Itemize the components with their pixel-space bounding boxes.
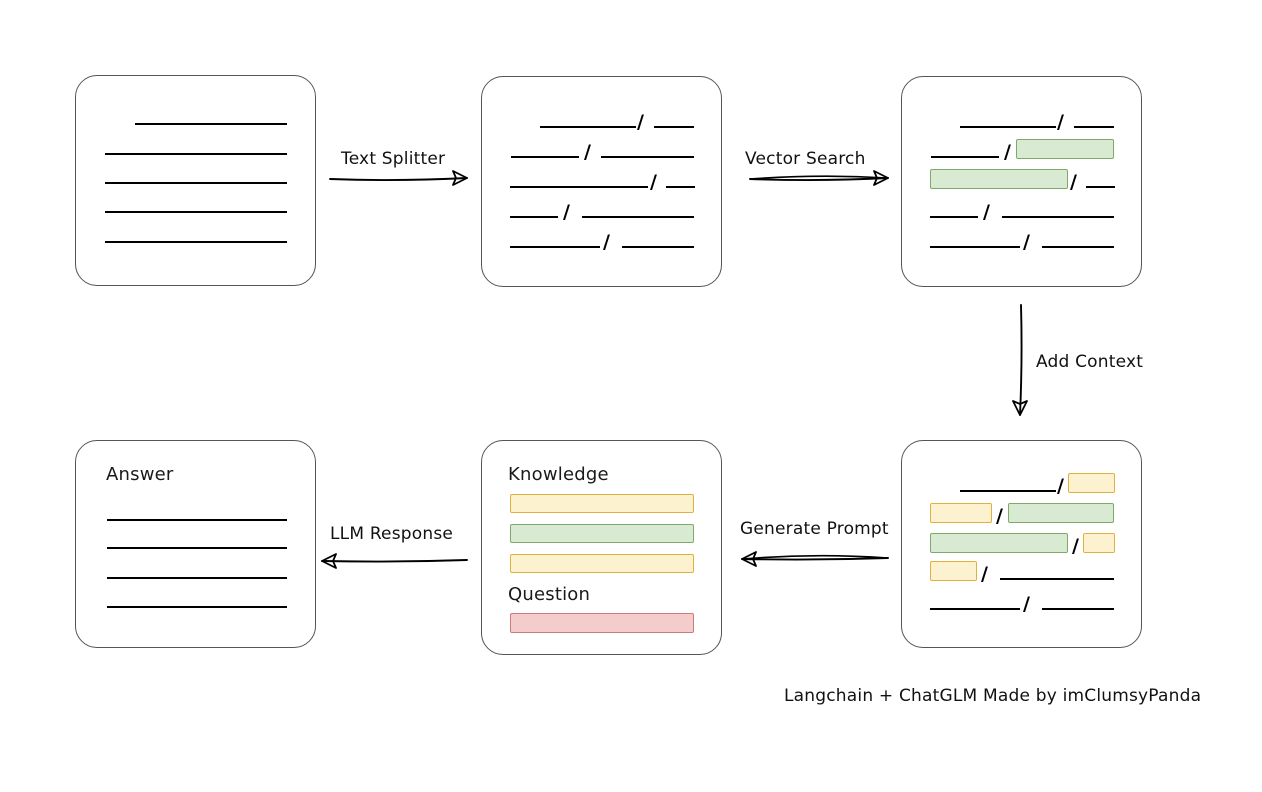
text-line-placeholder	[510, 216, 558, 218]
text-line-placeholder	[622, 246, 694, 248]
slash-separator-icon: /	[603, 231, 610, 253]
text-line-placeholder	[960, 490, 1056, 492]
slash-separator-icon: /	[584, 141, 591, 163]
text-line-placeholder	[105, 182, 287, 184]
text-line-placeholder	[105, 211, 287, 213]
slash-separator-icon: /	[1057, 475, 1064, 497]
edge-label-generate-prompt: Generate Prompt	[740, 519, 889, 539]
highlight-chip-green	[1016, 139, 1114, 159]
slash-separator-icon: /	[1070, 171, 1077, 193]
slash-separator-icon: /	[1072, 535, 1079, 557]
text-line-placeholder	[1042, 246, 1114, 248]
text-line-placeholder	[107, 577, 287, 579]
text-line-placeholder	[1002, 216, 1114, 218]
text-line-placeholder	[510, 186, 648, 188]
slash-separator-icon: /	[650, 171, 657, 193]
arrow-generate-prompt	[741, 551, 889, 567]
text-line-placeholder	[105, 241, 287, 243]
text-line-placeholder	[107, 519, 287, 521]
text-line-placeholder	[107, 606, 287, 608]
highlight-chip-green	[930, 533, 1068, 553]
highlight-chip-yellow	[1083, 533, 1115, 553]
arrow-add-context	[1012, 304, 1028, 416]
text-line-placeholder	[511, 156, 579, 158]
highlight-chip-yellow	[930, 561, 977, 581]
highlight-chip-green	[930, 169, 1068, 189]
text-line-placeholder	[1086, 186, 1115, 188]
node-answer-card[interactable]	[75, 440, 316, 648]
text-line-placeholder	[654, 126, 694, 128]
slash-separator-icon: /	[1004, 141, 1011, 163]
text-line-placeholder	[931, 156, 999, 158]
slash-separator-icon: /	[563, 201, 570, 223]
slash-separator-icon: /	[996, 505, 1003, 527]
slash-separator-icon: /	[1023, 593, 1030, 615]
slash-separator-icon: /	[1057, 111, 1064, 133]
slash-separator-icon: /	[637, 111, 644, 133]
highlight-chip-yellow	[1068, 473, 1115, 493]
prompt-bar-yellow	[510, 554, 694, 573]
text-line-placeholder	[930, 216, 978, 218]
edge-label-llm-response: LLM Response	[330, 524, 454, 544]
arrow-vector-search	[749, 170, 889, 186]
text-line-placeholder	[1042, 608, 1114, 610]
text-line-placeholder	[510, 246, 600, 248]
edge-label-vector-search: Vector Search	[745, 149, 866, 169]
text-line-placeholder	[582, 216, 694, 218]
prompt-bar-yellow	[510, 494, 694, 513]
arrow-llm-response	[321, 553, 468, 569]
prompt-bar-green	[510, 524, 694, 543]
text-line-placeholder	[1000, 578, 1114, 580]
highlight-chip-green	[1008, 503, 1114, 523]
slash-separator-icon: /	[983, 201, 990, 223]
text-line-placeholder	[930, 246, 1020, 248]
text-line-placeholder	[666, 186, 695, 188]
text-line-placeholder	[930, 608, 1020, 610]
slash-separator-icon: /	[1023, 231, 1030, 253]
text-line-placeholder	[135, 123, 287, 125]
node-heading-knowledge: Knowledge	[508, 464, 609, 485]
text-line-placeholder	[105, 153, 287, 155]
edge-label-text-splitter: Text Splitter	[341, 149, 446, 169]
highlight-chip-yellow	[930, 503, 992, 523]
text-line-placeholder	[107, 547, 287, 549]
text-line-placeholder	[960, 126, 1056, 128]
node-source-document[interactable]	[75, 75, 316, 286]
text-line-placeholder	[601, 156, 694, 158]
node-split-document[interactable]	[481, 76, 722, 287]
credit-text: Langchain + ChatGLM Made by imClumsyPand…	[784, 686, 1202, 706]
node-heading-answer: Answer	[106, 464, 174, 485]
edge-label-add-context: Add Context	[1036, 352, 1144, 372]
slash-separator-icon: /	[981, 563, 988, 585]
prompt-bar-red	[510, 613, 694, 633]
arrow-text-splitter	[329, 170, 468, 186]
text-line-placeholder	[540, 126, 636, 128]
text-line-placeholder	[1074, 126, 1114, 128]
node-heading-question: Question	[508, 584, 591, 605]
